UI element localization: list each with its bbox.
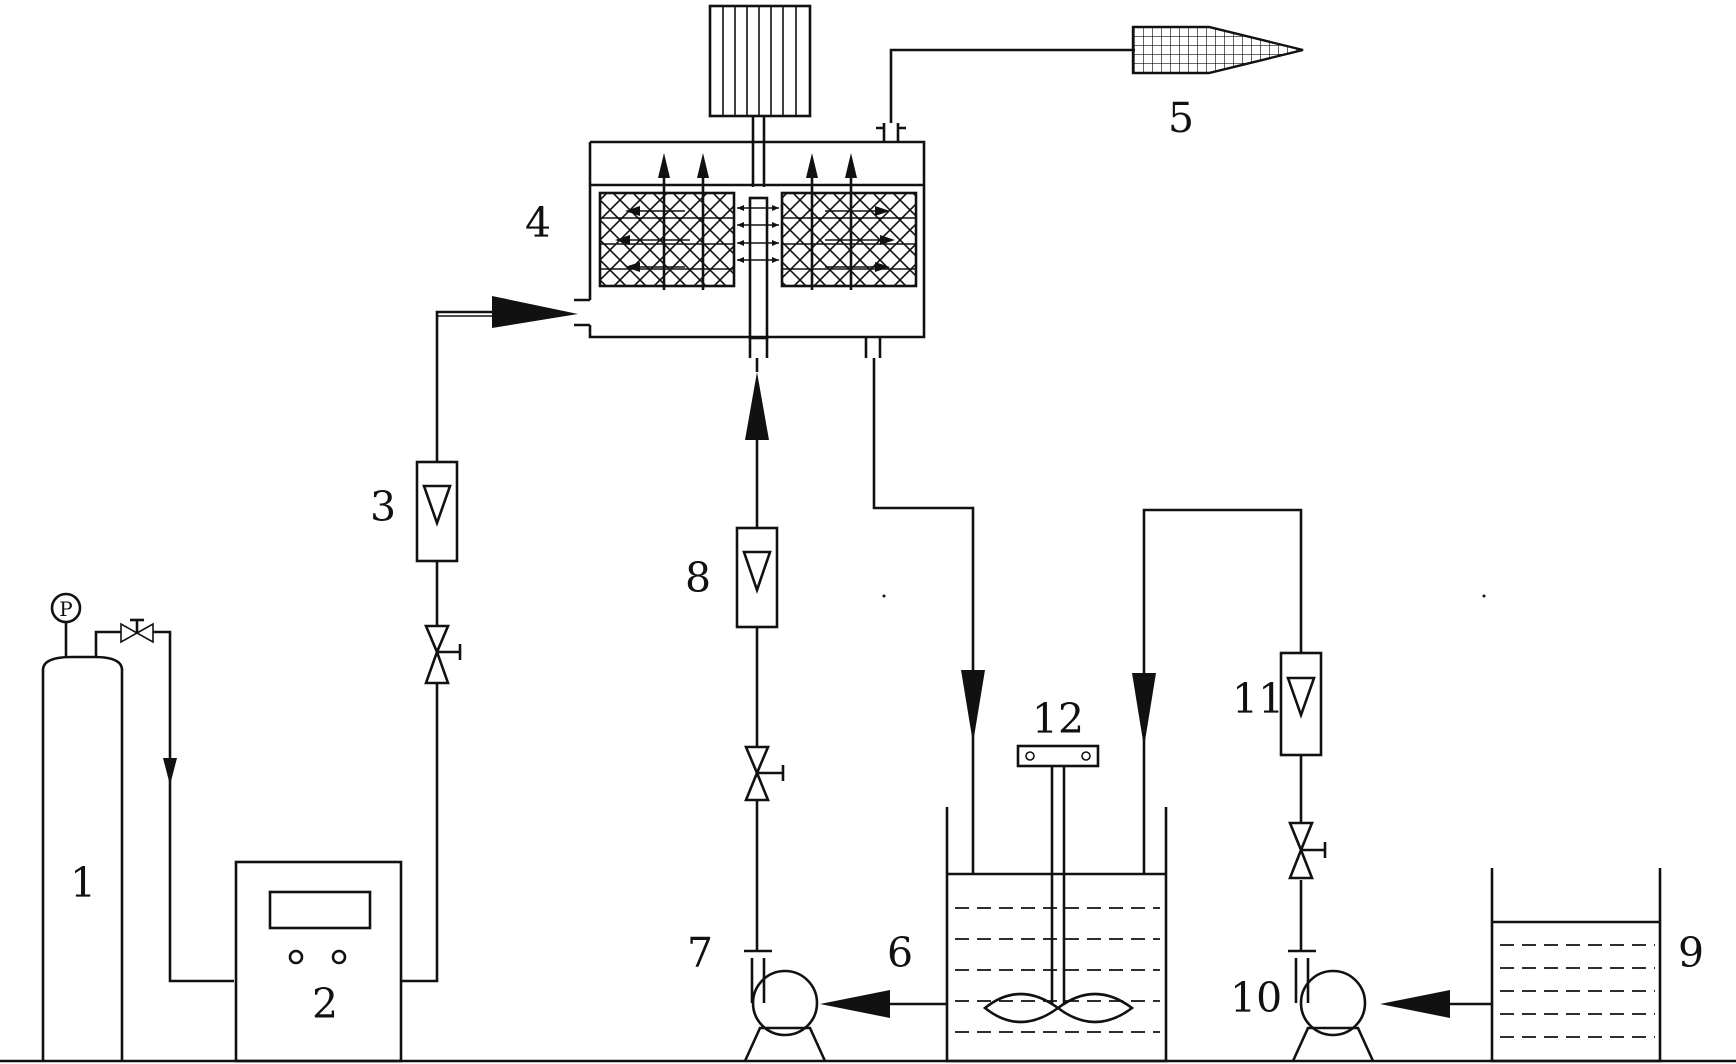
controller-display (268, 890, 372, 930)
label-3: 3 (370, 483, 396, 531)
label-9: 9 (1678, 929, 1704, 977)
vent-filter (1131, 25, 1304, 75)
label-5: 5 (1168, 94, 1194, 142)
gas-flowmeter (415, 296, 578, 685)
label-8: 8 (685, 554, 711, 602)
makeup-pump (1288, 949, 1492, 1062)
stirrer (982, 744, 1135, 1024)
controller-knob-left (288, 949, 304, 965)
label-11: 11 (1232, 675, 1284, 723)
makeup-flowmeter (1132, 508, 1327, 951)
gauge-letter: P (59, 597, 72, 621)
label-12: 12 (1032, 695, 1084, 743)
reservoir-tank (1490, 868, 1662, 1063)
return-pipe (872, 358, 985, 874)
label-7: 7 (687, 929, 713, 977)
label-6: 6 (887, 929, 913, 977)
label-10: 10 (1230, 974, 1282, 1022)
gas-cylinder: P (41, 592, 234, 1061)
motor (708, 4, 812, 118)
membrane-reactor (574, 4, 1135, 358)
label-1: 1 (70, 859, 96, 907)
stirred-tank (945, 807, 1168, 1063)
mass-flow-controller (234, 683, 439, 1063)
label-4: 4 (525, 199, 551, 247)
controller-knob-right (331, 949, 347, 965)
stray-dot (1482, 594, 1486, 598)
stray-dot (882, 594, 886, 598)
pressure-gauge-icon (50, 592, 82, 624)
label-2: 2 (312, 980, 338, 1028)
feed-pump (743, 949, 947, 1062)
liquid-flowmeter (735, 358, 785, 951)
